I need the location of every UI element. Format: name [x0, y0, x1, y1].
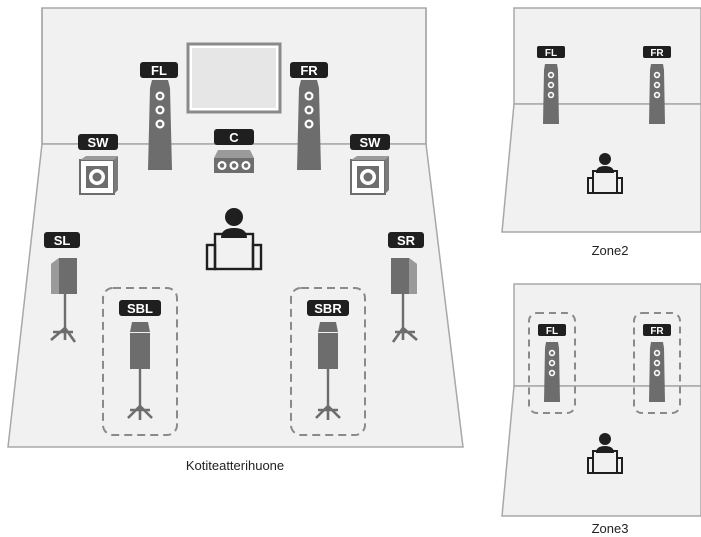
zone2-room: FL FR	[501, 7, 701, 233]
front-right-speaker: FR	[290, 62, 328, 170]
tower-speaker-icon	[148, 80, 172, 170]
label-c: C	[229, 130, 239, 145]
center-speaker-icon	[214, 150, 254, 173]
subwoofer-right: SW	[350, 134, 390, 195]
tower-speaker-icon	[543, 64, 559, 124]
main-room-floor	[7, 143, 464, 448]
dashed-group-outline	[290, 287, 366, 436]
label-sr: SR	[397, 233, 416, 248]
surround-left-speaker: SL	[44, 232, 80, 344]
dashed-group-outline	[102, 287, 178, 436]
label-fr: FR	[300, 63, 318, 78]
center-speaker: C	[214, 129, 254, 173]
tower-speaker-icon	[297, 80, 321, 170]
zone3-label-fr: FR	[650, 326, 664, 337]
main-room: FL FR C SW	[7, 7, 464, 448]
label-sw-right: SW	[360, 135, 382, 150]
zone3-front-left-speaker: FL	[528, 312, 576, 414]
tower-speaker-icon	[649, 342, 665, 402]
label-sl: SL	[54, 233, 71, 248]
tower-speaker-icon	[649, 64, 665, 124]
label-sbl: SBL	[127, 301, 153, 316]
front-left-speaker: FL	[140, 62, 178, 170]
zone2-front-left-speaker: FL	[537, 46, 565, 124]
zone2-label-fl: FL	[545, 48, 557, 59]
label-fl: FL	[151, 63, 167, 78]
zone3-front-right-speaker: FR	[633, 312, 681, 414]
surround-back-left-speaker: SBL	[102, 287, 178, 436]
zone3-caption: Zone3	[591, 521, 629, 536]
label-sw-left: SW	[88, 135, 110, 150]
subwoofer-icon	[79, 155, 119, 195]
dashed-group-outline	[633, 312, 681, 414]
subwoofer-left: SW	[78, 134, 119, 195]
zone2-front-right-speaker: FR	[643, 46, 671, 124]
zone3-room: FL FR	[501, 283, 701, 517]
zone2-label-fr: FR	[650, 48, 664, 59]
surround-right-speaker: SR	[388, 232, 424, 344]
zone2-caption: Zone2	[591, 243, 629, 258]
label-sbr: SBR	[314, 301, 342, 316]
surround-back-right-speaker: SBR	[290, 287, 366, 436]
zone3-label-fl: FL	[546, 326, 558, 337]
tower-speaker-icon	[544, 342, 560, 402]
tv-screen-icon	[186, 42, 282, 114]
subwoofer-icon	[350, 155, 390, 195]
main-room-caption: Kotiteatterihuone	[185, 458, 285, 473]
dashed-group-outline	[528, 312, 576, 414]
